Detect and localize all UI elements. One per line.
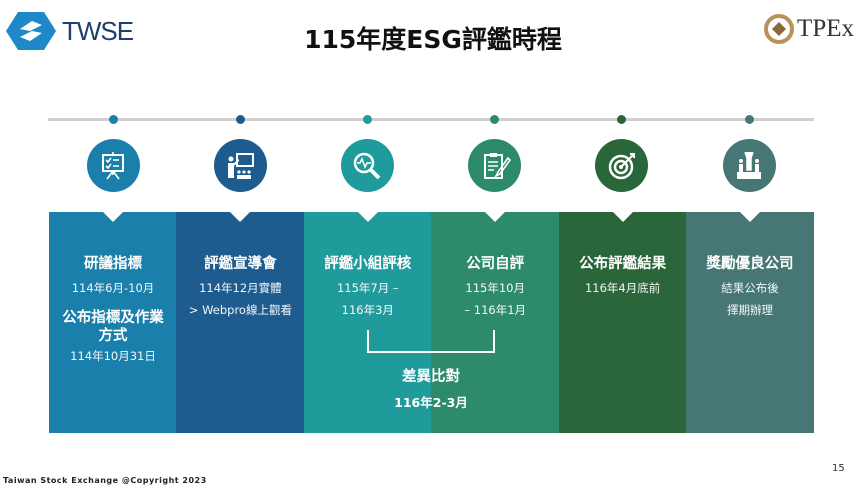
magnifier-pulse-icon <box>354 152 381 179</box>
podium-winners-icon-badge <box>722 139 776 192</box>
clipboard-pen-icon-badge <box>468 139 522 192</box>
timeline-dot <box>235 115 245 124</box>
timeline-dot <box>490 115 500 124</box>
timeline-dot <box>744 115 754 124</box>
target-arrow-icon <box>608 152 635 179</box>
timeline-step: 評鑑宣導會 114年12月實體 > Webpro線上觀看 <box>176 212 305 433</box>
step-date: 擇期辦理 <box>727 303 773 317</box>
comparison-bracket <box>367 330 495 353</box>
tpex-logo-icon <box>764 14 795 44</box>
step-title: 公司自評 <box>466 256 525 272</box>
timeline-step: 獎勵優良公司結果公布後擇期辦理 <box>686 212 814 433</box>
timeline-dot <box>108 115 118 124</box>
step-date: 114年12月實體 <box>199 281 282 295</box>
page-title: 115年度ESG評鑑時程 <box>304 25 562 54</box>
step-date: > Webpro線上觀看 <box>188 303 292 317</box>
step-title: 評鑑小組評核 <box>324 256 412 272</box>
step-title: 公布指標及作業方式 <box>62 310 164 344</box>
step-date: 116年4月底前 <box>584 281 661 295</box>
presentation-board-icon <box>102 151 124 179</box>
comparison-label: 差異比對 <box>402 369 460 385</box>
timeline-step: 公司自評 115年10月 – 116年1月 <box>431 212 560 433</box>
magnifier-pulse-icon-badge <box>340 139 394 192</box>
timeline-step: 公布評鑑結果 116年4月底前 <box>558 212 687 433</box>
step-date: 115年7月 – <box>336 281 399 295</box>
notch <box>230 212 251 222</box>
step-date: 116年3月 <box>341 303 394 317</box>
clipboard-pen-icon <box>483 152 511 179</box>
podium-winners-icon <box>737 151 761 179</box>
target-arrow-icon-badge <box>595 139 649 192</box>
notch <box>612 212 633 222</box>
timeline-line <box>48 118 814 121</box>
step-title: 公布評鑑結果 <box>579 256 667 272</box>
notch <box>357 212 378 222</box>
comparison-period: 116年2-3月 <box>394 395 468 410</box>
timeline-dot <box>617 115 627 124</box>
timeline-step: 研議指標 114年6月-10月公布指標及作業方式 114年10月31日 <box>49 212 177 433</box>
twse-logo: TWSE <box>6 12 134 50</box>
step-date: 114年6月-10月 <box>71 281 155 295</box>
step-title: 研議指標 <box>84 256 142 272</box>
step-date: 114年10月31日 <box>70 349 156 363</box>
step-title: 獎勵優良公司 <box>706 256 794 272</box>
copyright: Taiwan Stock Exchange @Copyright 2023 <box>3 476 207 485</box>
notch <box>485 212 506 222</box>
timeline-step: 評鑑小組評核 115年7月 – 116年3月 <box>303 212 432 433</box>
presentation-board-icon-badge <box>86 139 140 192</box>
step-date: – 116年1月 <box>464 303 527 317</box>
twse-logo-icon <box>6 12 56 50</box>
notch <box>740 212 760 222</box>
timeline-dot <box>362 115 372 124</box>
tpex-logo: TPEx <box>764 14 854 44</box>
step-date: 結果公布後 <box>721 281 779 295</box>
notch <box>103 212 123 222</box>
teacher-seminar-icon-badge <box>213 139 267 192</box>
step-date: 115年10月 <box>465 281 525 295</box>
teacher-seminar-icon <box>228 152 255 179</box>
page-number: 15 <box>832 463 845 474</box>
step-title: 評鑑宣導會 <box>204 256 277 272</box>
